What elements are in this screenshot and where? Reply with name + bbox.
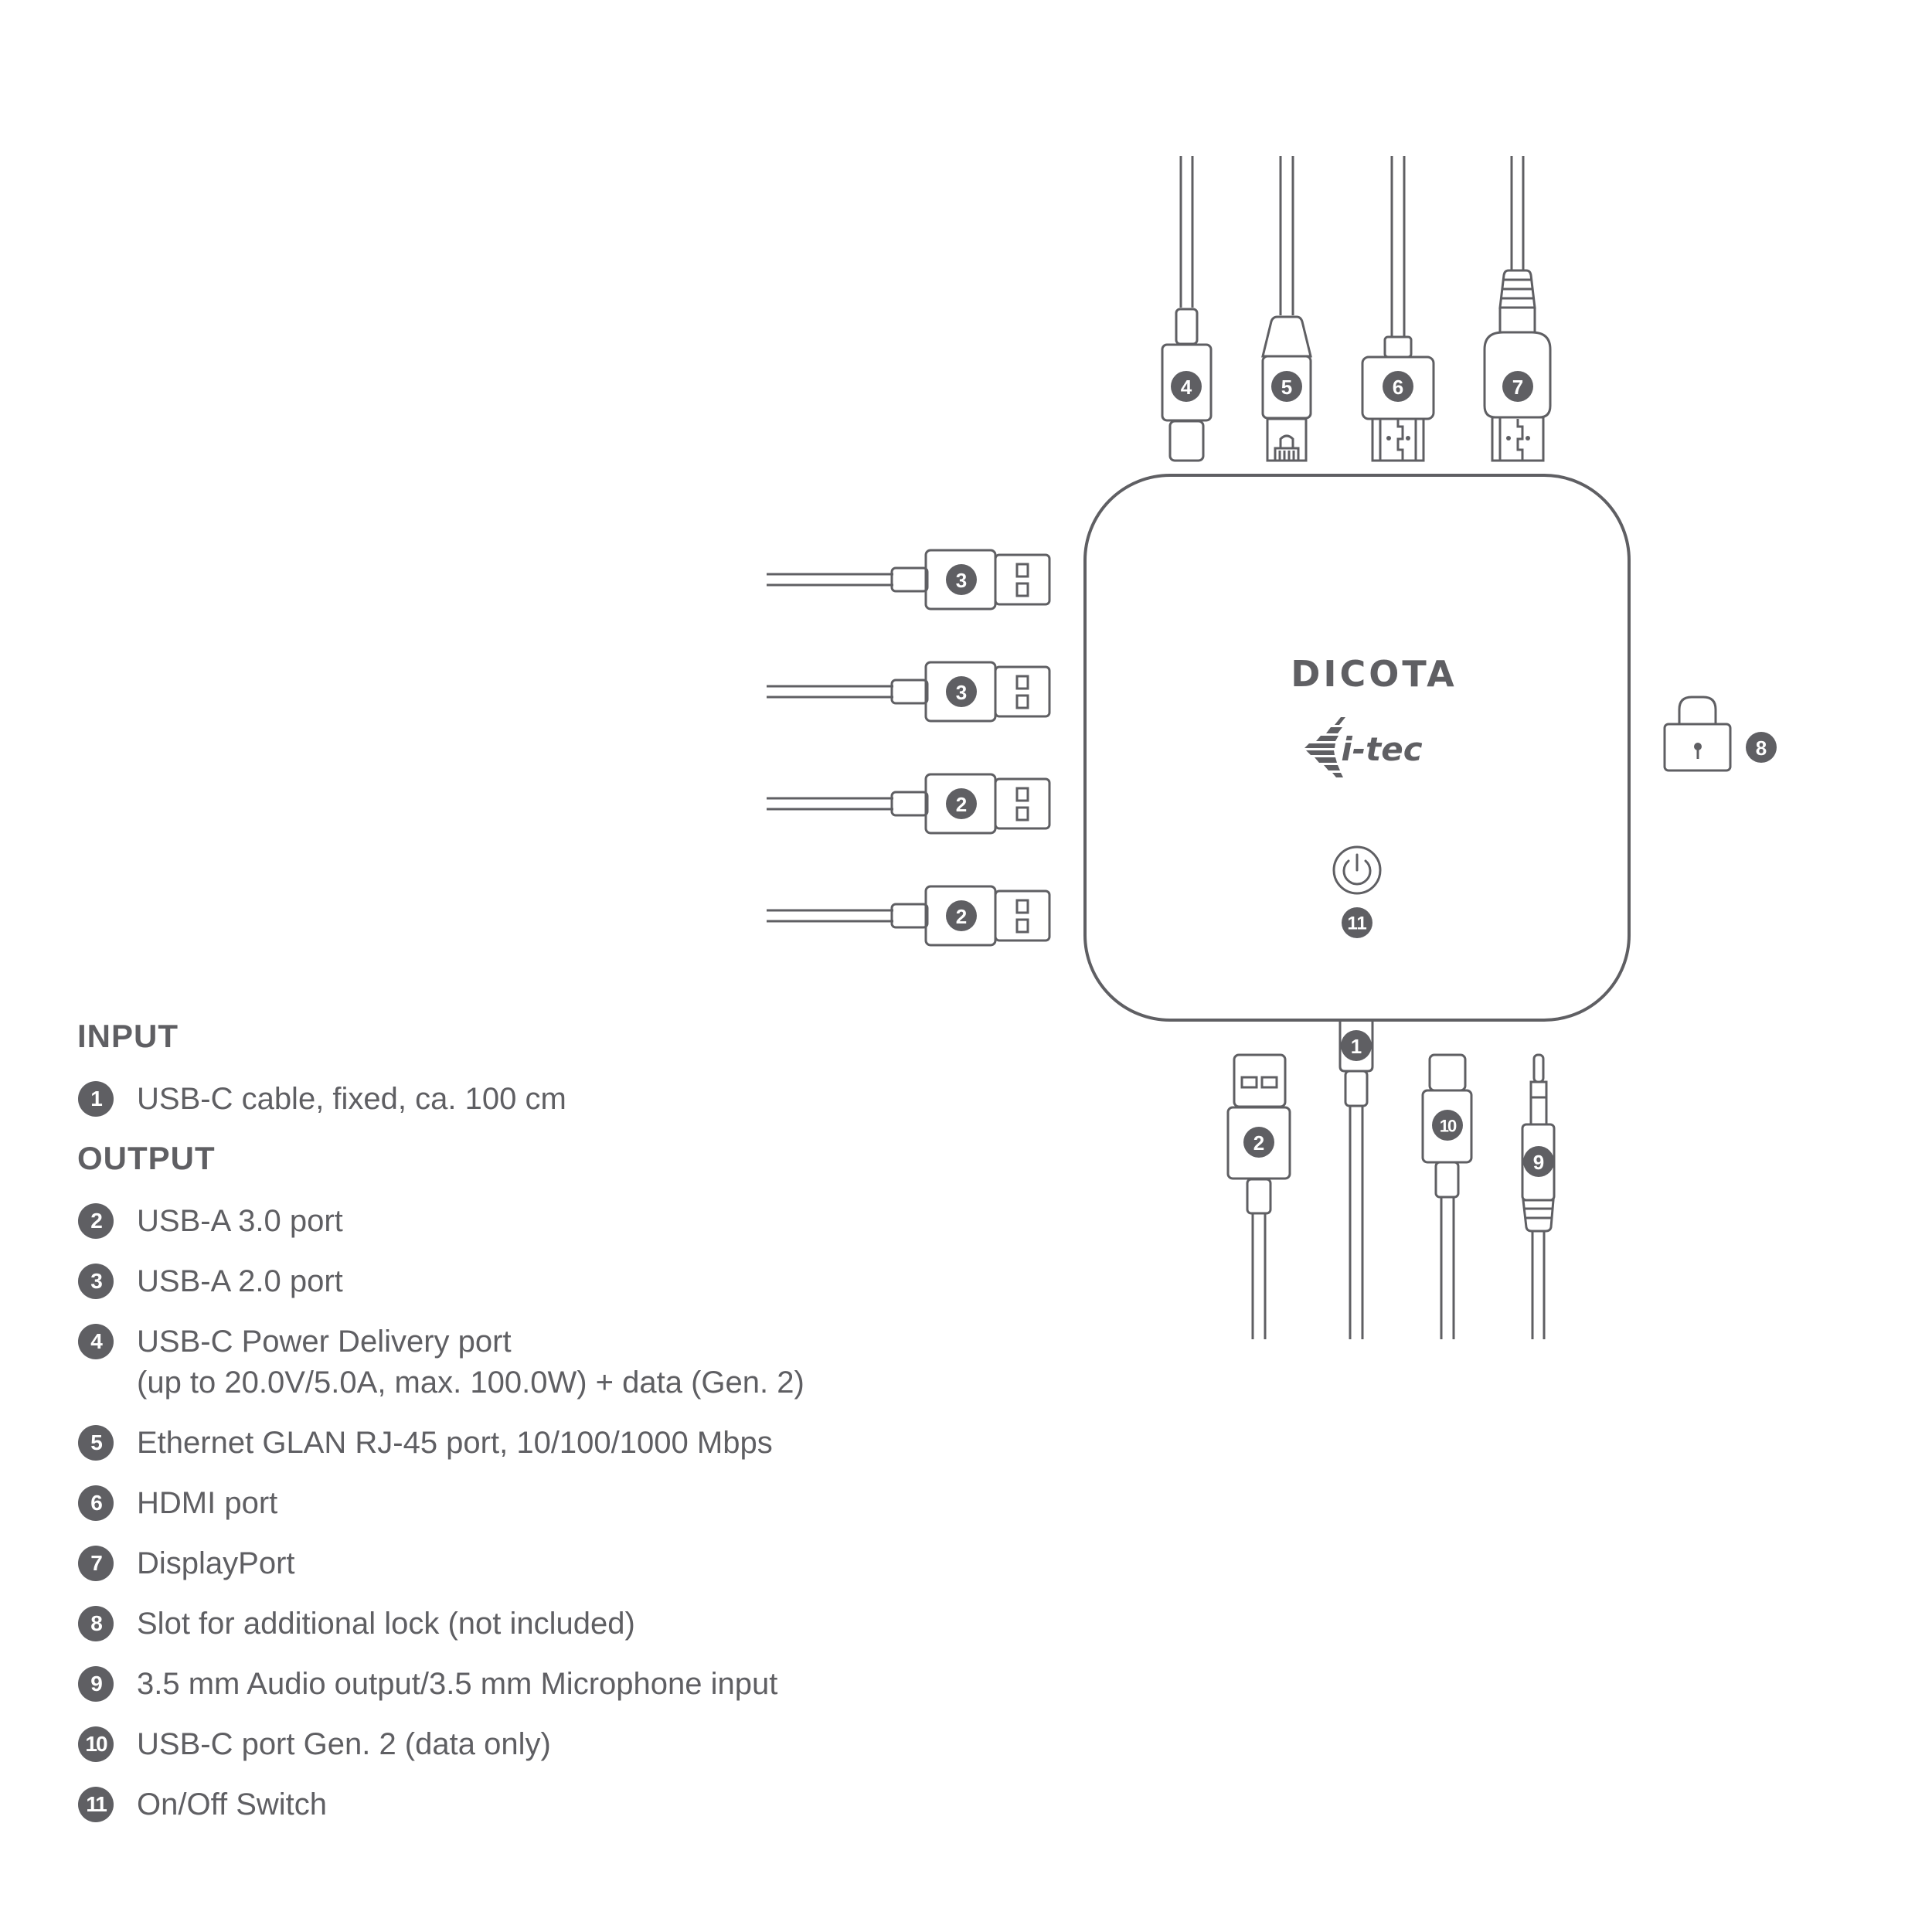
usb-a-left-connector: 3 [767,661,1051,723]
legend-item-6: 6 HDMI port [77,1483,927,1524]
dicota-logo-text: DICOTA [1291,653,1458,695]
lock-slot: 8 [1663,696,1777,772]
power-button[interactable] [1332,845,1382,895]
legend-item-7: 7 DisplayPort [77,1543,927,1584]
legend-item-11: 11 On/Off Switch [77,1784,927,1825]
legend-item-5: 5 Ethernet GLAN RJ-45 port, 10/100/1000 M… [77,1423,927,1464]
svg-text:11: 11 [1347,913,1366,934]
usb-a-left-connector: 2 [767,885,1051,947]
legend-number-badge: 11 [78,1787,114,1822]
i-tec-logo-text: i-tec [1341,730,1422,768]
legend-item-text: On/Off Switch [137,1787,328,1821]
legend-item-10: 10 USB-C port Gen. 2 (data only) [77,1724,927,1765]
legend-item-text: 3.5 mm Audio output/3.5 mm Microphone in… [137,1667,778,1701]
audio-jack-connector: 9 [1521,1053,1556,1339]
legend-item-text: Slot for additional lock (not included) [137,1607,635,1641]
legend-number-badge: 7 [78,1546,114,1581]
usb-c-fixed-cable: 1 [1338,1020,1374,1339]
legend-item-text: USB-C port Gen. 2 (data only) [137,1727,551,1761]
legend-item-9: 9 3.5 mm Audio output/3.5 mm Microphone i… [77,1664,927,1705]
callout-badge-7: 7 [1512,376,1523,399]
legend-input-section: INPUT 1 USB-C cable, fixed, ca. 100 cm [77,1017,927,1120]
legend-number-badge: 6 [78,1485,114,1521]
callout-badge-8: 8 [1756,736,1767,760]
callout-badge-10: 10 [1440,1117,1457,1136]
legend-item-text: USB-A 2.0 port [137,1264,343,1298]
callout-badge-2: 2 [956,793,967,816]
callout-badge-5: 5 [1281,376,1292,399]
callout-badge-1: 1 [1351,1035,1362,1058]
legend-item-text: DisplayPort [137,1546,295,1580]
legend-item-3: 3 USB-A 2.0 port [77,1261,927,1302]
legend-number-badge: 5 [78,1425,114,1461]
legend-number-badge: 1 [78,1081,114,1117]
legend-number-badge: 3 [78,1264,114,1299]
displayport-connector: 7 [1483,156,1552,462]
i-tec-logo: i-tec [1304,717,1423,777]
padlock-icon [1663,696,1732,772]
usb-c-pd-connector: 4 [1161,156,1213,462]
legend-item-text: USB-A 3.0 port [137,1204,343,1238]
legend-input-list: 1 USB-C cable, fixed, ca. 100 cm [77,1079,927,1120]
legend-item-text: HDMI port [137,1486,278,1520]
legend-item-text: USB-C Power Delivery port [137,1325,512,1359]
callout-badge-3: 3 [956,681,967,704]
legend: INPUT 1 USB-C cable, fixed, ca. 100 cm OU… [77,1017,927,1845]
callout-badge-2: 2 [956,905,967,928]
legend-number-badge: 8 [78,1606,114,1641]
legend-item-4: 4 USB-C Power Delivery port (up to 20.0V/5… [77,1321,927,1403]
i-tec-wing-icon [1304,717,1345,777]
legend-input-heading: INPUT [77,1018,179,1054]
rj45-connector: 5 [1261,156,1312,462]
legend-item-1: 1 USB-C cable, fixed, ca. 100 cm [77,1079,927,1120]
legend-item-text: USB-C cable, fixed, ca. 100 cm [137,1082,566,1116]
legend-number-badge: 10 [78,1726,114,1762]
callout-badge-3: 3 [956,569,967,592]
callout-badge-11: 11 [1342,907,1372,938]
hdmi-connector: 6 [1361,156,1435,462]
dicota-logo: DICOTA [1291,653,1458,695]
legend-number-badge: 4 [78,1324,114,1359]
usb-c-gen2-connector: 10 [1421,1053,1473,1339]
callout-badge-6: 6 [1393,376,1403,399]
legend-item-2: 2 USB-A 3.0 port [77,1201,927,1242]
legend-number-badge: 9 [78,1666,114,1702]
callout-badge-2-bottom: 2 [1253,1131,1264,1155]
hub-body [1083,474,1631,1022]
usb-a-left-connector: 2 [767,773,1051,835]
legend-item-text: (up to 20.0V/5.0A, max. 100.0W) + data (… [137,1366,804,1400]
usb-a-left-connector: 3 [767,549,1051,611]
legend-item-text: Ethernet GLAN RJ-45 port, 10/100/1000 Mb… [137,1426,773,1460]
left-usb-a-connectors: 3 3 2 2 [767,549,1051,947]
legend-output-list: 2 USB-A 3.0 port 3 USB-A 2.0 port 4 USB-C Pow… [77,1201,927,1825]
legend-output-heading: OUTPUT [77,1140,216,1176]
legend-number-badge: 2 [78,1203,114,1239]
callout-badge-9: 9 [1533,1151,1544,1174]
usb-a-3-bottom-connector: 2 [1226,1053,1291,1339]
callout-badge-4: 4 [1181,376,1192,399]
legend-item-8: 8 Slot for additional lock (not included) [77,1604,927,1645]
